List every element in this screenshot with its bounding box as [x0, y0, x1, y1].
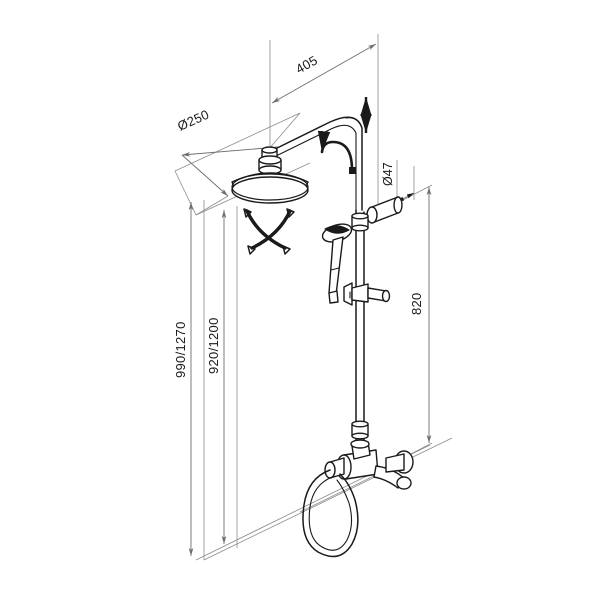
dimension-dia47: Ø47	[381, 162, 415, 203]
rain-shower-head	[231, 146, 309, 204]
swivel-arrow-icon	[317, 130, 356, 174]
dimension-820: 820	[409, 187, 432, 443]
hand-shower	[321, 223, 353, 304]
bath-mixer	[324, 439, 414, 490]
dimension-405: 405	[271, 43, 377, 104]
spray-pattern-icon	[243, 208, 295, 255]
dimension-990-1270: 990/1270	[173, 202, 194, 556]
dimension-820-label: 820	[409, 292, 424, 315]
wall-inlet	[354, 196, 403, 224]
dimension-990-1270-label: 990/1270	[173, 321, 188, 378]
riser-pipe	[351, 209, 369, 453]
dimension-920-1200-label: 920/1200	[206, 317, 221, 374]
slider-bracket	[343, 282, 391, 306]
shower-arm	[268, 116, 363, 211]
dimension-920-1200: 920/1200	[206, 210, 227, 544]
dimension-405-label: 405	[293, 52, 320, 76]
dimension-dia250-label: Ø250	[175, 107, 211, 134]
shower-hose	[302, 469, 359, 558]
dimension-dia47-label: Ø47	[381, 162, 395, 186]
